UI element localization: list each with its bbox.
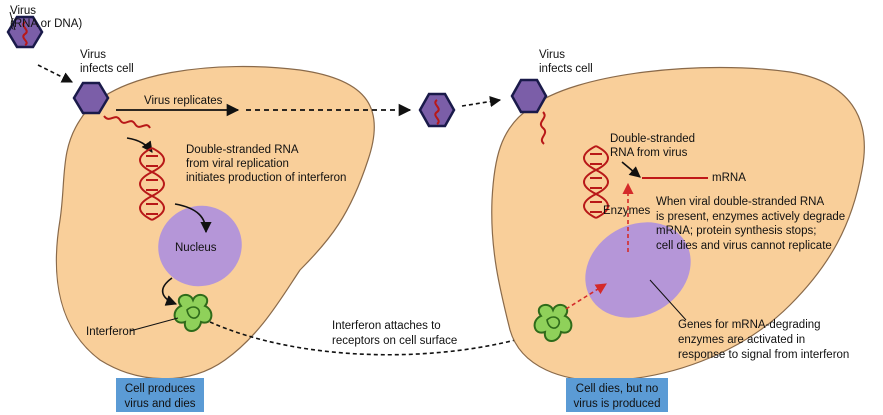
virus-to-right-arrow	[461, 96, 502, 108]
virus-hexagon-icon	[510, 78, 548, 114]
signal-arrow	[565, 283, 607, 310]
interferon-icon	[533, 303, 573, 342]
virus-approach-arrow	[37, 64, 74, 83]
right-caption: Cell dies, but no virus is produced	[566, 378, 668, 412]
interferon-pointer-line	[129, 317, 179, 332]
right-cell	[491, 66, 865, 382]
attach-label: Interferon attaches to receptors on cell…	[332, 320, 457, 347]
genes-label: Genes for mRNA-degrading enzymes are act…	[678, 319, 849, 361]
mrna-label: mRNA	[712, 172, 746, 184]
rna-strand-icon	[103, 115, 151, 129]
right-nucleus	[585, 222, 691, 318]
virus-hexagon-icon	[6, 15, 44, 49]
virus-label: Virus (RNA or DNA)	[10, 5, 82, 30]
rna-to-dsrna-arrow	[126, 137, 153, 153]
virus-hexagon-icon	[72, 81, 110, 115]
interferon-label: Interferon	[86, 326, 135, 338]
virus-hexagon-icon	[418, 92, 456, 128]
nucleus-label: Nucleus	[175, 242, 217, 254]
right-caption-line-2: virus is produced	[573, 398, 661, 410]
double-helix-icon	[583, 145, 609, 219]
right-virus-infects-label: Virus infects cell	[539, 49, 593, 75]
dsrna-label: Double-stranded RNA from viral replicati…	[186, 144, 346, 184]
interferon-icon	[173, 293, 213, 332]
left-caption-line-1: Cell produces	[124, 383, 196, 395]
replicates-label: Virus replicates	[144, 95, 223, 107]
virus-pointer-line	[9, 11, 16, 31]
double-helix-icon	[139, 147, 165, 221]
nucleus-to-interferon-arrow	[161, 277, 178, 306]
enzymes-label: Enzymes	[603, 205, 651, 217]
left-caption-line-2: virus and dies	[124, 398, 196, 410]
right-caption-line-1: Cell dies, but no	[575, 383, 659, 395]
dsrna-to-mrna-arrow	[621, 161, 641, 178]
rna-strand-icon	[539, 111, 547, 145]
left-nucleus	[158, 205, 242, 287]
degrade-label: When viral double-stranded RNA is presen…	[656, 196, 848, 252]
virus-infects-label: Virus infects cell	[80, 49, 134, 75]
right-dsrna-label: Double-stranded RNA from virus	[610, 133, 698, 159]
genes-pointer-line	[649, 279, 687, 321]
left-caption: Cell produces virus and dies	[116, 378, 204, 412]
dsrna-to-nucleus-arrow	[174, 203, 212, 234]
